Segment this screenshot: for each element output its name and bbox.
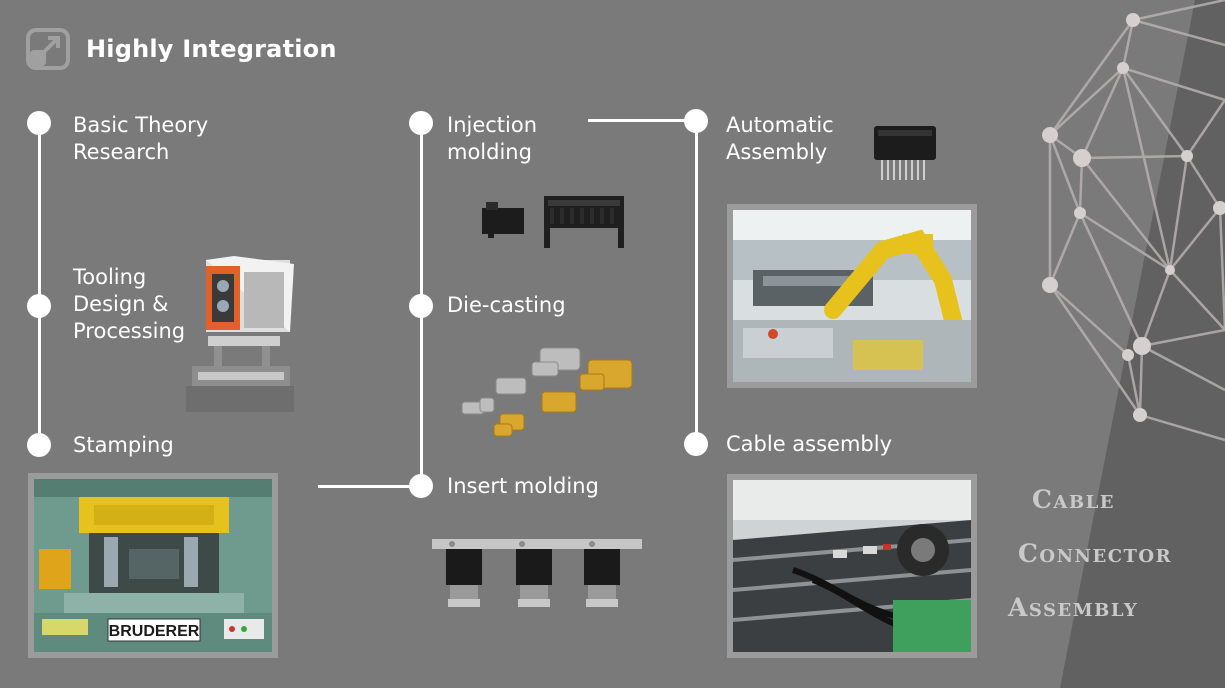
connector-stamping-insert xyxy=(318,485,422,488)
insert-part xyxy=(584,549,620,607)
link-arrow-icon xyxy=(26,28,70,70)
step-dot-tooling xyxy=(27,294,51,318)
wireframe-globe xyxy=(1048,0,1225,442)
step-label-automatic-assembly: Automatic Assembly xyxy=(726,113,834,164)
page-header: Highly Integration xyxy=(26,28,337,70)
die-cast-part xyxy=(461,347,581,415)
connector-part-image xyxy=(874,126,936,180)
step-label-tooling: Tooling Design & Processing xyxy=(73,265,186,343)
injection-parts-image xyxy=(482,196,624,248)
insert-part xyxy=(446,549,482,607)
globe-nodes xyxy=(1042,13,1225,422)
step-dot-stamping xyxy=(27,433,51,457)
step-dot-insert-molding xyxy=(409,474,433,498)
step-dot-automatic-assembly xyxy=(684,109,708,133)
timeline-line-3 xyxy=(695,122,698,445)
step-dot-basic-theory xyxy=(27,111,51,135)
step-label-cable-assembly: Cable assembly xyxy=(726,432,893,456)
brass-part xyxy=(493,359,633,437)
automatic-assembly-photo xyxy=(727,204,977,388)
step-label-insert-molding: Insert molding xyxy=(447,474,599,498)
step-dot-cable-assembly xyxy=(684,432,708,456)
step-label-die-casting: Die-casting xyxy=(447,293,566,317)
tooling-machine-image xyxy=(186,256,294,412)
die-casting-parts-image xyxy=(461,347,633,437)
step-dot-injection xyxy=(409,111,433,135)
bruderer-brand-text: BRUDERER xyxy=(109,623,200,640)
insert-part xyxy=(516,549,552,607)
step-label-injection: Injection molding xyxy=(447,113,538,164)
step-label-basic-theory: Basic Theory Research xyxy=(73,113,209,164)
side-text-cable: Cable xyxy=(1032,485,1115,514)
cable-assembly-photo xyxy=(727,474,977,658)
step-dot-die-casting xyxy=(409,294,433,318)
stamping-press-photo: BRUDERER xyxy=(28,473,278,658)
timeline-line-1 xyxy=(38,122,41,445)
side-text-assembly: Assembly xyxy=(1008,593,1139,622)
side-text-connector: Connector xyxy=(1018,539,1173,568)
step-label-stamping: Stamping xyxy=(73,433,174,457)
connector-injection-automatic xyxy=(588,119,698,122)
insert-molding-image xyxy=(432,539,642,607)
page-title: Highly Integration xyxy=(86,35,337,63)
